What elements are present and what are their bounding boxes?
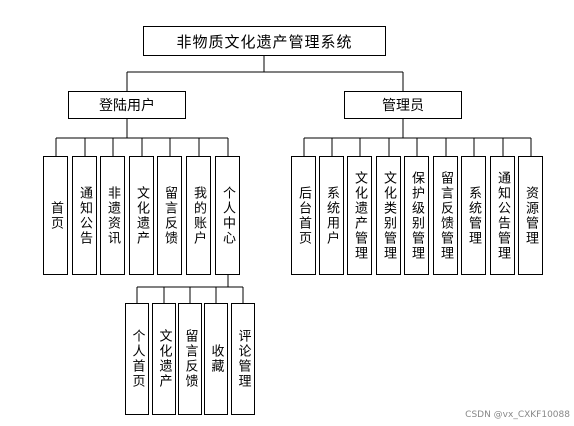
leaf-node-admin-8: 资源管理: [518, 156, 543, 275]
leaf-node-admin-7: 通知公告管理: [490, 156, 515, 275]
leaf-node-user-5: 我的账户: [186, 156, 211, 275]
leaf-node-user-6: 个人中心: [215, 156, 240, 275]
leaf-node-admin-3: 文化类别管理: [376, 156, 401, 275]
leaf-node-user-3: 文化遗产: [129, 156, 154, 275]
sub-leaf-node-1: 文化遗产: [152, 303, 176, 415]
leaf-node-admin-1: 系统用户: [319, 156, 344, 275]
leaf-node-admin-6: 系统管理: [461, 156, 486, 275]
branch-node-admin: 管理员: [344, 91, 462, 119]
sub-leaf-node-2: 留言反馈: [178, 303, 202, 415]
sub-leaf-node-0: 个人首页: [125, 303, 149, 415]
leaf-node-user-2: 非遗资讯: [100, 156, 125, 275]
watermark-text: CSDN @vx_CXKF10088: [465, 410, 570, 420]
leaf-node-user-0: 首页: [43, 156, 68, 275]
leaf-node-admin-4: 保护级别管理: [404, 156, 429, 275]
leaf-node-user-4: 留言反馈: [157, 156, 182, 275]
root-node: 非物质文化遗产管理系统: [143, 26, 386, 56]
branch-node-logged-in-user: 登陆用户: [68, 91, 186, 119]
leaf-node-admin-5: 留言反馈管理: [433, 156, 458, 275]
leaf-node-user-1: 通知公告: [72, 156, 97, 275]
sub-leaf-node-4: 评论管理: [231, 303, 255, 415]
sub-leaf-node-3: 收藏: [204, 303, 228, 415]
leaf-node-admin-2: 文化遗产管理: [347, 156, 372, 275]
leaf-node-admin-0: 后台首页: [291, 156, 316, 275]
